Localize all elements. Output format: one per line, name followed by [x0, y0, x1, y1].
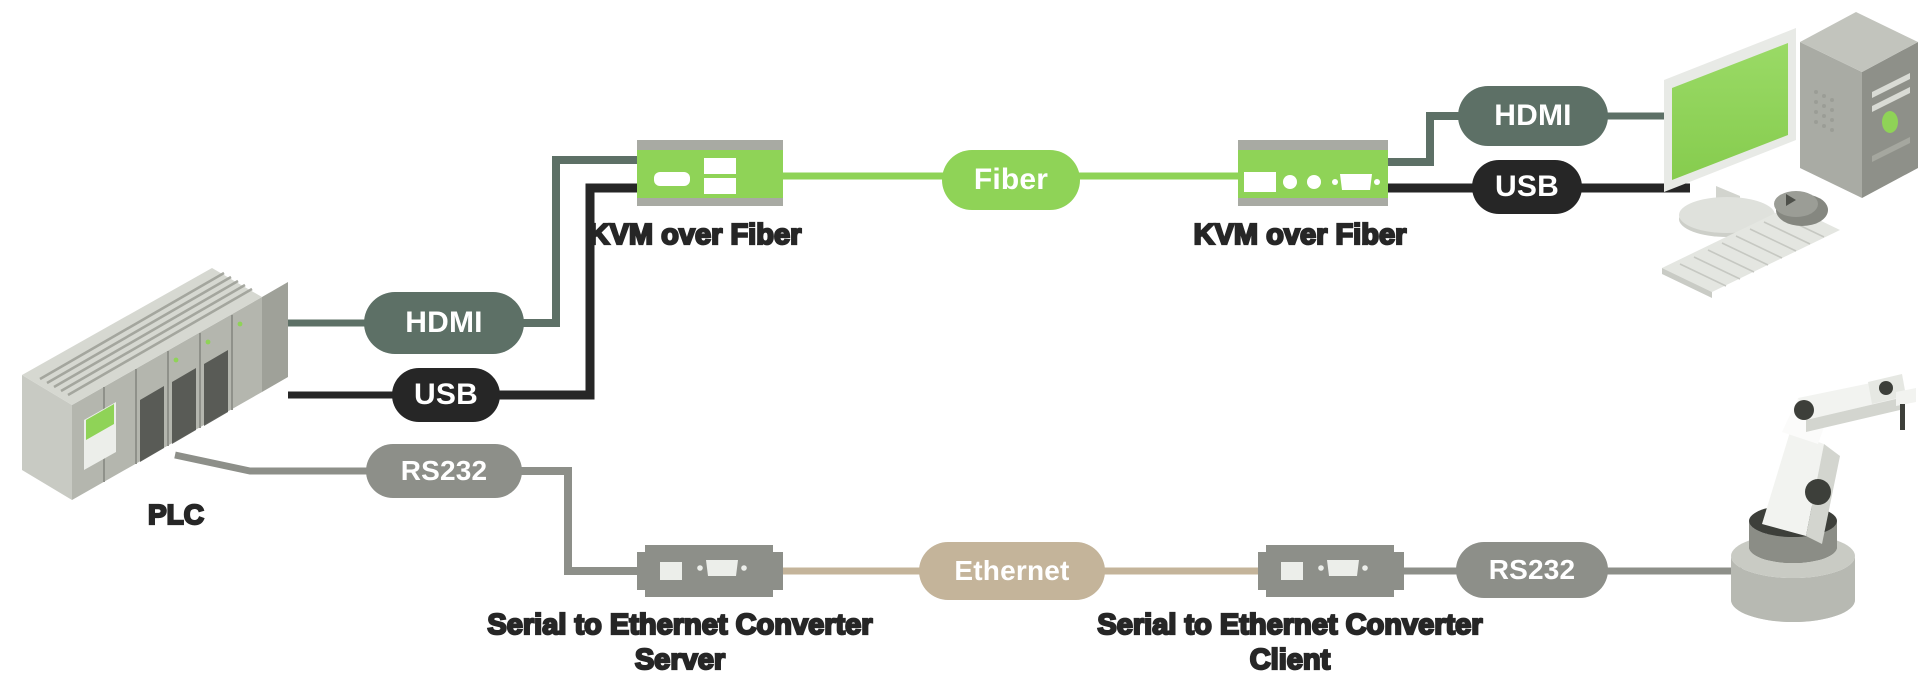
pill-usb-left-label: USB	[414, 378, 478, 411]
cable-usb-to-transmitter	[494, 183, 645, 400]
pill-rs232-right[interactable]: RS232	[1456, 542, 1608, 598]
pill-usb-left[interactable]: USB	[392, 368, 500, 422]
caption-serial-server: Serial to Ethernet Converter Server	[400, 608, 960, 679]
pill-rs232-left-label: RS232	[400, 455, 488, 486]
caption-kvm-transmitter: KVM over Fiber	[530, 218, 860, 253]
cable-hdmi-to-transmitter	[516, 156, 645, 327]
caption-plc: PLC	[96, 498, 256, 532]
pill-ethernet-label: Ethernet	[954, 555, 1070, 586]
pill-fiber[interactable]: Fiber	[942, 150, 1080, 210]
caption-kvm-transmitter-text: KVM over Fiber	[588, 218, 803, 252]
pill-usb-right[interactable]: USB	[1472, 160, 1582, 214]
device-keyboard	[1662, 206, 1840, 298]
pill-hdmi-right-label: HDMI	[1494, 99, 1572, 132]
pill-fiber-label: Fiber	[973, 163, 1049, 196]
pill-hdmi-left-label: HDMI	[405, 306, 483, 339]
pill-ethernet[interactable]: Ethernet	[919, 542, 1105, 600]
pill-rs232-left[interactable]: RS232	[366, 444, 522, 498]
pill-usb-right-label: USB	[1495, 170, 1559, 203]
caption-kvm-receiver: KVM over Fiber	[1135, 218, 1465, 253]
device-robot-arm	[1731, 374, 1916, 622]
pill-rs232-right-label: RS232	[1488, 554, 1576, 585]
cable-plc-to-rs232	[174, 451, 372, 475]
caption-kvm-receiver-text: KVM over Fiber	[1193, 218, 1408, 252]
pill-hdmi-right[interactable]: HDMI	[1458, 86, 1608, 146]
pill-hdmi-left[interactable]: HDMI	[364, 292, 524, 354]
caption-plc-text: PLC	[147, 498, 205, 531]
device-kvm-transmitter	[637, 140, 783, 206]
device-mouse	[1774, 191, 1828, 226]
device-plc-rack	[22, 268, 288, 500]
caption-serial-client-line1: Serial to Ethernet Converter	[1096, 608, 1483, 642]
caption-serial-server-line2: Server	[634, 643, 727, 677]
device-serial-server	[637, 545, 783, 597]
caption-serial-client: Serial to Ethernet Converter Client	[1010, 608, 1570, 679]
device-kvm-receiver	[1238, 140, 1388, 206]
caption-serial-server-line1: Serial to Ethernet Converter	[486, 608, 873, 642]
caption-serial-client-line2: Client	[1249, 643, 1332, 677]
device-pc-tower	[1800, 12, 1918, 198]
cable-receiver-to-hdmi	[1388, 112, 1466, 166]
cable-rs232-to-server	[514, 467, 645, 575]
device-serial-client	[1258, 545, 1404, 597]
device-monitor	[1664, 28, 1796, 237]
